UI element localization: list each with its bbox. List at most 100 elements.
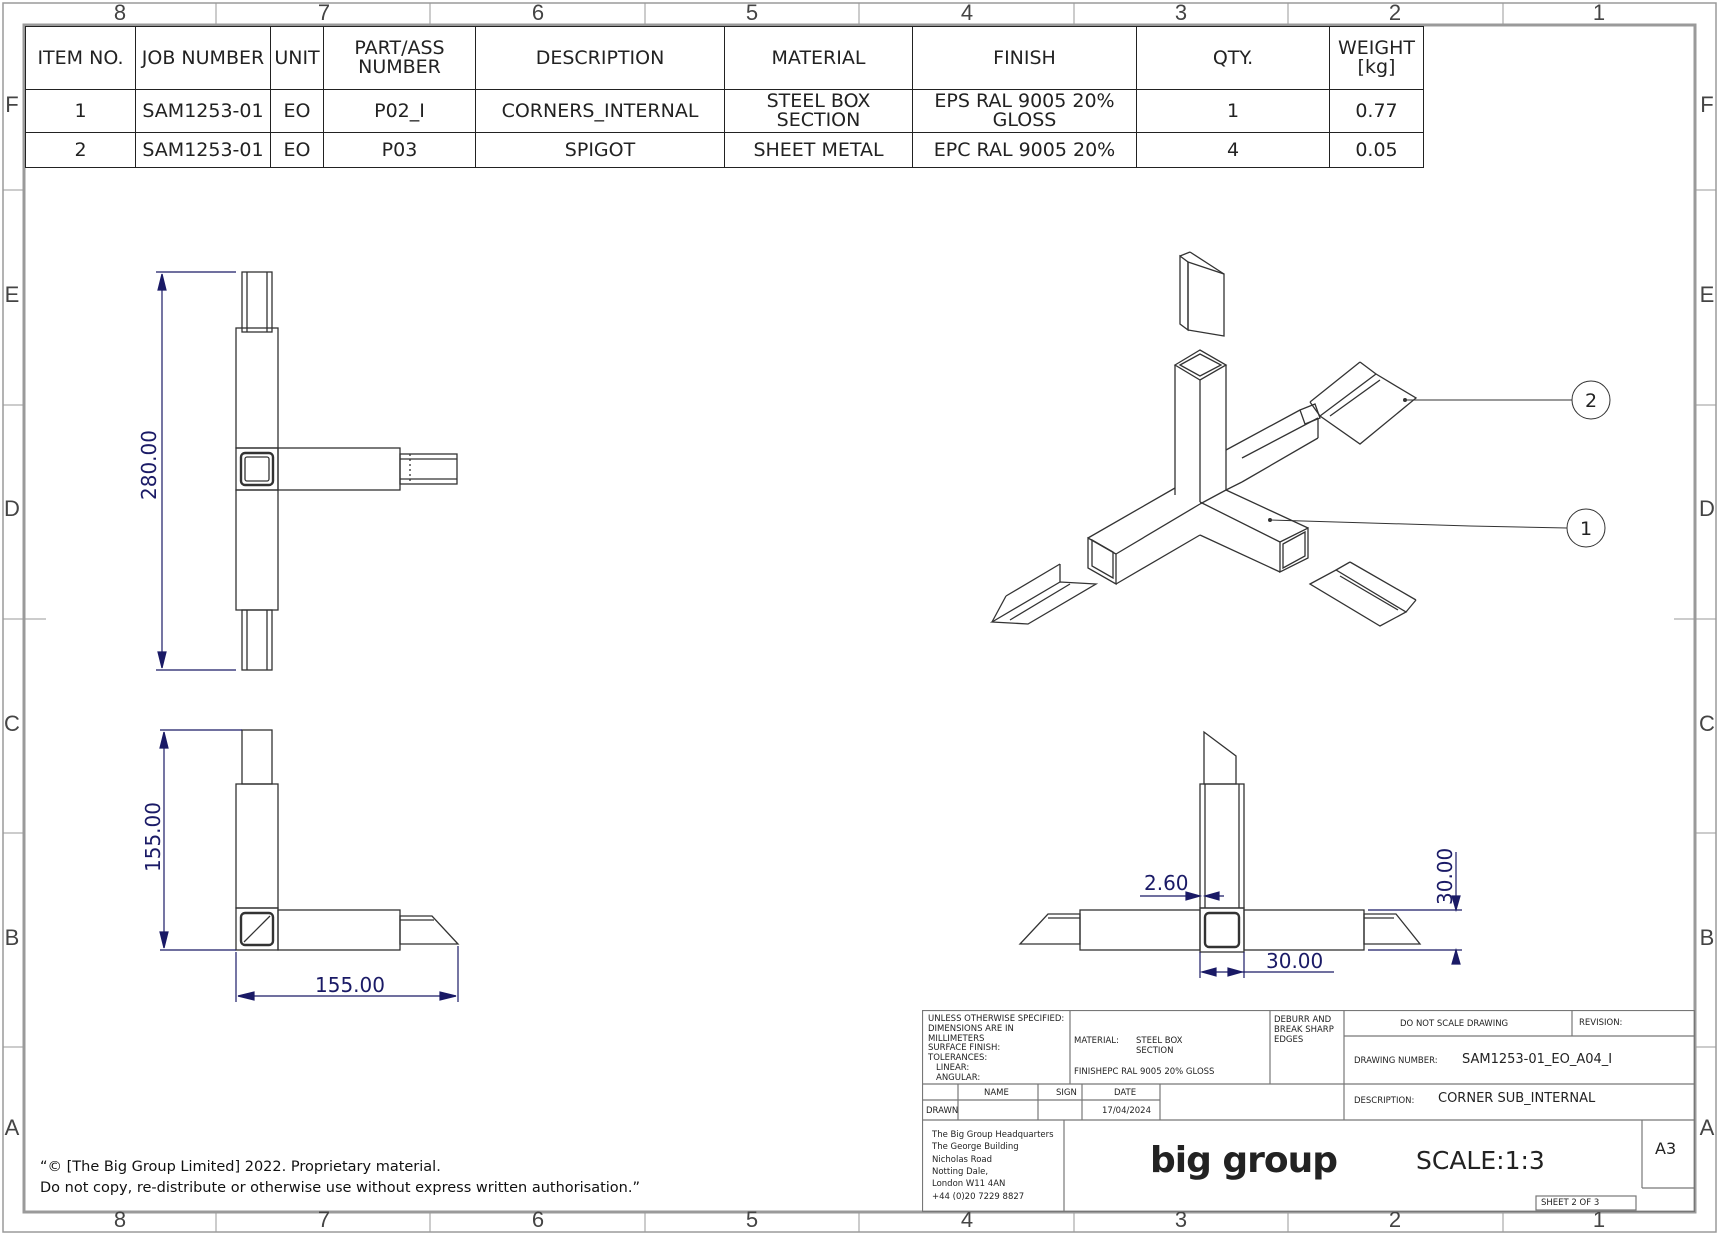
bom-cell-item-no: 2 xyxy=(25,132,136,168)
bom-cell-item-no: 1 xyxy=(25,89,136,133)
zone-col-8-bottom: 8 xyxy=(113,1207,127,1232)
drawn-label: DRAWN xyxy=(926,1106,959,1116)
zone-row-e: E xyxy=(4,282,20,307)
deburr-note: DEBURR AND BREAK SHARP EDGES xyxy=(1274,1015,1334,1045)
note-line: UNLESS OTHERWISE SPECIFIED: xyxy=(928,1014,1065,1024)
note-line: LINEAR: xyxy=(936,1062,970,1073)
zone-col-4: 4 xyxy=(960,0,974,25)
zone-col-2: 2 xyxy=(1388,0,1402,25)
bom-header-unit: UNIT xyxy=(270,26,324,90)
finish-line: FINISHEPC RAL 9005 20% GLOSS xyxy=(1074,1067,1215,1077)
zone-row-f-right: F xyxy=(1700,92,1714,117)
balloon-2: 2 xyxy=(1585,390,1597,412)
zone-row-a: A xyxy=(4,1115,20,1140)
note-line: SURFACE FINISH: xyxy=(928,1043,1001,1054)
bom-cell-weight: 0.77 xyxy=(1329,89,1424,133)
zone-col-8: 8 xyxy=(113,0,127,25)
dim-front-height: 280.00 xyxy=(137,430,161,500)
do-not-scale: DO NOT SCALE DRAWING xyxy=(1400,1019,1509,1029)
zone-row-c-right: C xyxy=(1699,711,1715,736)
bom-cell-material: STEEL BOX SECTION xyxy=(724,89,913,133)
revision-label: REVISION: xyxy=(1579,1018,1623,1028)
sheet-size: A3 xyxy=(1655,1139,1677,1158)
description-label: DESCRIPTION: xyxy=(1354,1096,1415,1106)
bom-row: 2 SAM1253-01 EO P03 SPIGOT SHEET METAL E… xyxy=(25,132,1424,168)
zone-col-3: 3 xyxy=(1174,0,1188,25)
zone-row-c: C xyxy=(4,711,20,736)
zone-col-1: 1 xyxy=(1592,0,1606,25)
bom-cell-qty: 4 xyxy=(1136,132,1330,168)
bom-header-job-number: JOB NUMBER xyxy=(135,26,271,90)
zone-col-7: 7 xyxy=(317,0,331,25)
drawing-number-label: DRAWING NUMBER: xyxy=(1354,1056,1438,1066)
dim-section-width: 30.00 xyxy=(1266,949,1323,973)
zone-col-5: 5 xyxy=(745,0,759,25)
note-line: DIMENSIONS ARE IN MILLIMETERS xyxy=(928,1023,1014,1044)
sign-label: SIGN xyxy=(1056,1088,1077,1098)
bom-row: 1 SAM1253-01 EO P02_I CORNERS_INTERNAL S… xyxy=(25,89,1424,133)
brand-logo: big group xyxy=(1150,1140,1338,1181)
bom-cell-weight: 0.05 xyxy=(1329,132,1424,168)
bom-header-qty: QTY. xyxy=(1136,26,1330,90)
side-view: 155.00 155.00 xyxy=(141,729,460,1002)
address-line: Notting Dale, xyxy=(932,1166,989,1177)
bom-cell-job-number: SAM1253-01 xyxy=(135,132,271,168)
note-line: TOLERANCES: xyxy=(928,1053,988,1064)
description-value: CORNER SUB_INTERNAL xyxy=(1438,1091,1596,1106)
bom-cell-part-number: P03 xyxy=(323,132,476,168)
bom-header-item-no: ITEM NO. xyxy=(25,26,136,90)
bom-cell-description: CORNERS_INTERNAL xyxy=(475,89,725,133)
dim-side-height: 155.00 xyxy=(141,802,165,872)
zone-row-b-right: B xyxy=(1699,925,1715,950)
bom-cell-part-number: P02_I xyxy=(323,89,476,133)
bom-cell-finish: EPS RAL 9005 20% GLOSS xyxy=(912,89,1137,133)
bom-cell-description: SPIGOT xyxy=(475,132,725,168)
end-view: 2.60 30.00 30.00 xyxy=(1018,730,1462,978)
bom-header-row: ITEM NO. JOB NUMBER UNIT PART/ASS NUMBER… xyxy=(25,26,1424,90)
zone-row-a-right: A xyxy=(1699,1115,1715,1140)
bom-cell-material: SHEET METAL xyxy=(724,132,913,168)
drawn-date: 17/04/2024 xyxy=(1102,1106,1151,1116)
bom-header-description: DESCRIPTION xyxy=(475,26,725,90)
zone-col-2-bottom: 2 xyxy=(1388,1207,1402,1232)
zone-row-f: F xyxy=(5,92,19,117)
sheet-number: SHEET 2 OF 3 xyxy=(1541,1198,1600,1208)
bom-cell-unit: EO xyxy=(270,89,324,133)
material-label: MATERIAL: xyxy=(1074,1036,1119,1046)
zone-col-5-bottom: 5 xyxy=(745,1207,759,1232)
scale-value: SCALE:1:3 xyxy=(1416,1146,1545,1175)
bom-header-weight: WEIGHT [kg] xyxy=(1329,26,1424,90)
company-address: The Big Group Headquarters The George Bu… xyxy=(932,1129,1072,1203)
note-line: ANGULAR: xyxy=(936,1072,981,1083)
title-block-lines xyxy=(922,1010,1695,1212)
bom-cell-unit: EO xyxy=(270,132,324,168)
bill-of-materials-table: ITEM NO. JOB NUMBER UNIT PART/ASS NUMBER… xyxy=(25,26,1424,168)
zone-col-6: 6 xyxy=(531,0,545,25)
address-line: London W11 4AN xyxy=(932,1179,1006,1190)
address-line: Nicholas Road xyxy=(932,1154,993,1165)
bom-header-part-number: PART/ASS NUMBER xyxy=(323,26,476,90)
dim-section-height: 30.00 xyxy=(1433,848,1457,905)
bom-cell-qty: 1 xyxy=(1136,89,1330,133)
bom-cell-job-number: SAM1253-01 xyxy=(135,89,271,133)
bom-header-material: MATERIAL xyxy=(724,26,913,90)
title-block-notes: UNLESS OTHERWISE SPECIFIED: DIMENSIONS A… xyxy=(928,1014,1068,1083)
balloon-1: 1 xyxy=(1580,518,1592,540)
isometric-exploded-view: 2 1 xyxy=(989,251,1611,627)
zone-col-1-bottom: 1 xyxy=(1592,1207,1606,1232)
zone-row-e-right: E xyxy=(1699,282,1715,307)
date-label: DATE xyxy=(1114,1088,1137,1098)
dim-wall-thickness: 2.60 xyxy=(1144,871,1189,895)
zone-row-d-right: D xyxy=(1699,496,1715,521)
zone-col-7-bottom: 7 xyxy=(317,1207,331,1232)
name-label: NAME xyxy=(984,1088,1009,1098)
copyright-line-1: “© [The Big Group Limited] 2022. Proprie… xyxy=(40,1159,441,1175)
front-view: 280.00 xyxy=(137,271,458,671)
address-line: +44 (0)20 7229 8827 xyxy=(932,1191,1025,1202)
bom-cell-finish: EPC RAL 9005 20% xyxy=(912,132,1137,168)
address-line: The George Building xyxy=(932,1142,1019,1153)
zone-row-d: D xyxy=(4,496,20,521)
address-line: The Big Group Headquarters xyxy=(932,1130,1054,1140)
